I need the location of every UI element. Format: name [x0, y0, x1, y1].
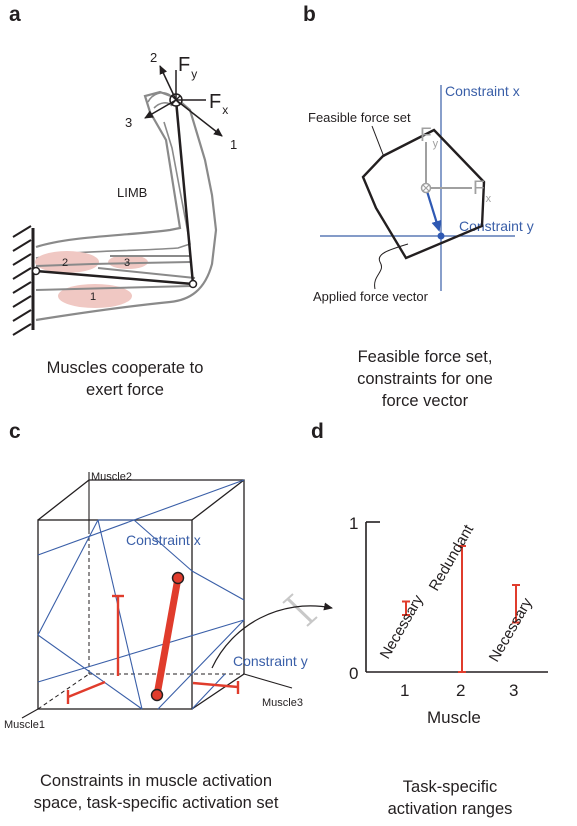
caption-c-line2: space, task-specific activation set	[33, 794, 279, 812]
muscle-2-label: 2	[62, 257, 68, 269]
elbow-joint	[188, 279, 198, 289]
upper-arm-link	[35, 269, 194, 286]
fx-label-b: Fx	[473, 178, 492, 205]
x-axis-label: Muscle	[427, 708, 481, 727]
wall-hatching	[12, 225, 32, 336]
direction-3-arrow	[144, 99, 177, 119]
x-tick-label-3: 3	[509, 681, 518, 700]
constraint-y-plane	[37, 479, 245, 710]
fy-label-b: Fy	[420, 125, 439, 150]
projected-segment-tick-b	[306, 616, 318, 627]
feasible-force-set-label: Feasible force set	[308, 110, 411, 125]
panel-c: Muscle2 Muscle1 Muscle3 Constraint x Con…	[4, 471, 333, 731]
panel-b-letter: b	[303, 3, 316, 26]
direction-1-label: 1	[230, 137, 237, 152]
activation-endpoint-top	[171, 571, 185, 585]
caption-b-line3: force vector	[381, 392, 469, 410]
cube-back-edges	[37, 479, 245, 710]
caption-b-line2: constraints for one	[357, 370, 493, 388]
caption-d-line1: Task-specific	[402, 778, 498, 796]
panel-a: Fy Fx 2 3 1 LIMB 2 3 1	[12, 50, 237, 336]
projected-segment-tick-a	[282, 593, 294, 604]
muscle1-axis-label: Muscle1	[4, 719, 45, 731]
caption-a: Muscles cooperate to exert force	[0, 357, 250, 401]
caption-c: Constraints in muscle activation space, …	[6, 770, 306, 814]
limb-label: LIMB	[117, 185, 147, 200]
range-label-1: Necessary	[377, 592, 427, 662]
constraint-y-label-c: Constraint y	[233, 653, 308, 669]
muscle-3-shape	[108, 255, 148, 269]
task-activation-segment	[153, 574, 182, 699]
caption-d-line2: activation ranges	[387, 800, 513, 818]
activation-range-muscle-3	[512, 584, 520, 624]
caption-a-line1: Muscles cooperate to	[46, 359, 204, 377]
y-tick-label-1: 1	[349, 514, 358, 533]
range-label-3: Necessary	[486, 595, 536, 665]
direction-3-label: 3	[125, 115, 132, 130]
cube-top-right-edge	[191, 479, 245, 521]
limb-hand-detail	[147, 92, 173, 109]
y-tick-label-0: 0	[349, 664, 358, 683]
constraint-intersection-dot	[437, 232, 445, 240]
constraint-y-label: Constraint y	[459, 218, 534, 234]
muscle-1-shape	[58, 284, 132, 308]
muscle3-axis	[243, 673, 293, 689]
muscle-lines	[35, 255, 196, 291]
direction-2-arrow	[159, 65, 177, 101]
muscle-2-shape	[35, 251, 99, 273]
x-tick-label-1: 1	[400, 681, 409, 700]
x-tick-label-2: 2	[456, 681, 465, 700]
muscle2-axis-label: Muscle2	[91, 471, 132, 483]
activation-range-muscle-1	[402, 600, 410, 616]
cube-hidden-depth	[37, 673, 90, 710]
panel-b: Constraint x Constraint y Fy Fx Feasible…	[308, 83, 534, 304]
activation-projections	[66, 594, 240, 704]
caption-c-line1: Constraints in muscle activation	[39, 772, 272, 790]
constraint-x-label: Constraint x	[445, 83, 520, 99]
activation-endpoint-bottom	[150, 688, 164, 702]
activation-range-muscle-2	[458, 545, 466, 673]
muscle1-axis	[21, 708, 39, 719]
direction-2-label: 2	[150, 50, 157, 65]
panel-d-letter: d	[311, 420, 324, 443]
panel-a-letter: a	[9, 3, 21, 26]
limb-outline	[35, 90, 218, 322]
applied-force-label: Applied force vector	[313, 289, 429, 304]
feasible-label-leader	[371, 125, 385, 158]
fx-label: Fx	[209, 91, 228, 117]
curved-link-arrow	[211, 602, 333, 669]
origin-cross-b	[422, 184, 430, 192]
direction-1-arrow	[175, 99, 223, 137]
constraint-x-label-c: Constraint x	[126, 532, 201, 548]
panel-c-letter: c	[9, 420, 21, 443]
muscle3-axis-label: Muscle3	[262, 697, 303, 709]
caption-b-line1: Feasible force set,	[357, 348, 493, 366]
fy-label: Fy	[178, 54, 197, 81]
shoulder-joint	[31, 266, 41, 276]
constraint-x-plane	[37, 519, 245, 710]
activation-range-chart: 1 0 1 2 3 Muscle NecessaryRedundantNeces…	[349, 514, 548, 727]
muscle-1-label: 1	[90, 291, 96, 303]
caption-b: Feasible force set, constraints for one …	[315, 346, 535, 412]
range-label-2: Redundant	[426, 521, 478, 594]
projected-segment-icon	[286, 597, 314, 624]
applied-label-leader	[374, 243, 409, 290]
caption-a-line2: exert force	[86, 381, 164, 399]
muscle-3-label: 3	[124, 257, 130, 269]
forearm-link	[174, 99, 195, 285]
applied-force-arrow	[424, 187, 442, 232]
caption-d: Task-specific activation ranges	[360, 776, 540, 820]
feasible-force-set-polygon	[361, 128, 486, 260]
